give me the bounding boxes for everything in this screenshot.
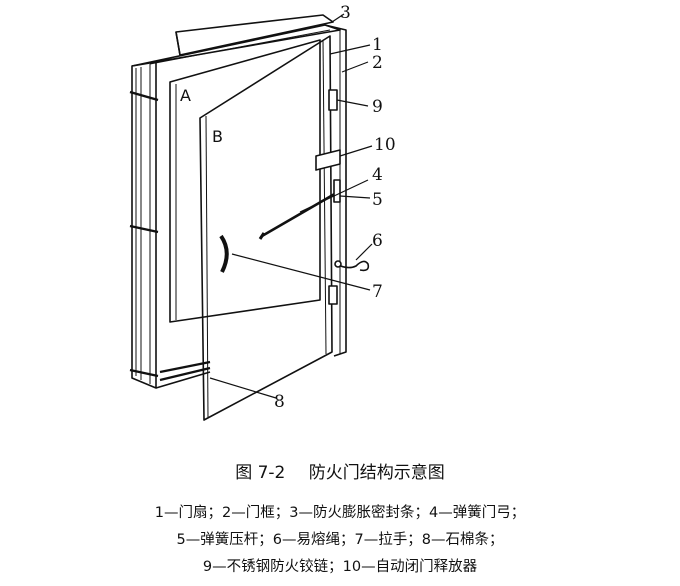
label-7: 7: [372, 282, 383, 302]
legend-line-2: 5—弹簧压杆；6—易熔绳；7—拉手；8—石棉条；: [176, 532, 504, 548]
label-1: 1: [372, 35, 383, 55]
label-a: A: [180, 86, 191, 105]
figure-number: 图 7-2: [235, 463, 286, 483]
door-frame-top: [131, 24, 341, 67]
hinge-upper: [328, 89, 338, 111]
label-6: 6: [372, 231, 383, 251]
door-handle: [219, 234, 229, 273]
label-8: 8: [274, 392, 285, 412]
label-10: 10: [374, 135, 396, 155]
legend-line-3: 9—不锈钢防火铰链；10—自动闭门释放器: [202, 559, 478, 575]
label-4: 4: [372, 165, 383, 185]
auto-closer-release: [315, 149, 341, 171]
figure-title: 防火门结构示意图: [308, 463, 445, 483]
label-b: B: [212, 127, 223, 146]
figure-caption: 图 7-2 防火门结构示意图: [0, 458, 680, 483]
label-3: 3: [340, 3, 351, 23]
door-leaf-a: [169, 39, 321, 323]
door-leaf-b: [199, 35, 333, 421]
label-5: 5: [372, 190, 383, 210]
fire-door-diagram: A B 3 1 2 9 10 4 5 6 7 8: [129, 3, 396, 421]
label-9: 9: [372, 97, 383, 117]
hinge-lower: [328, 285, 338, 305]
fusible-rope: [335, 260, 370, 272]
legend-line-1: 1—门扇；2—门框；3—防火膨胀密封条；4—弹簧门弓；: [154, 505, 526, 521]
spring-closer: [261, 190, 339, 238]
label-2: 2: [372, 53, 383, 73]
